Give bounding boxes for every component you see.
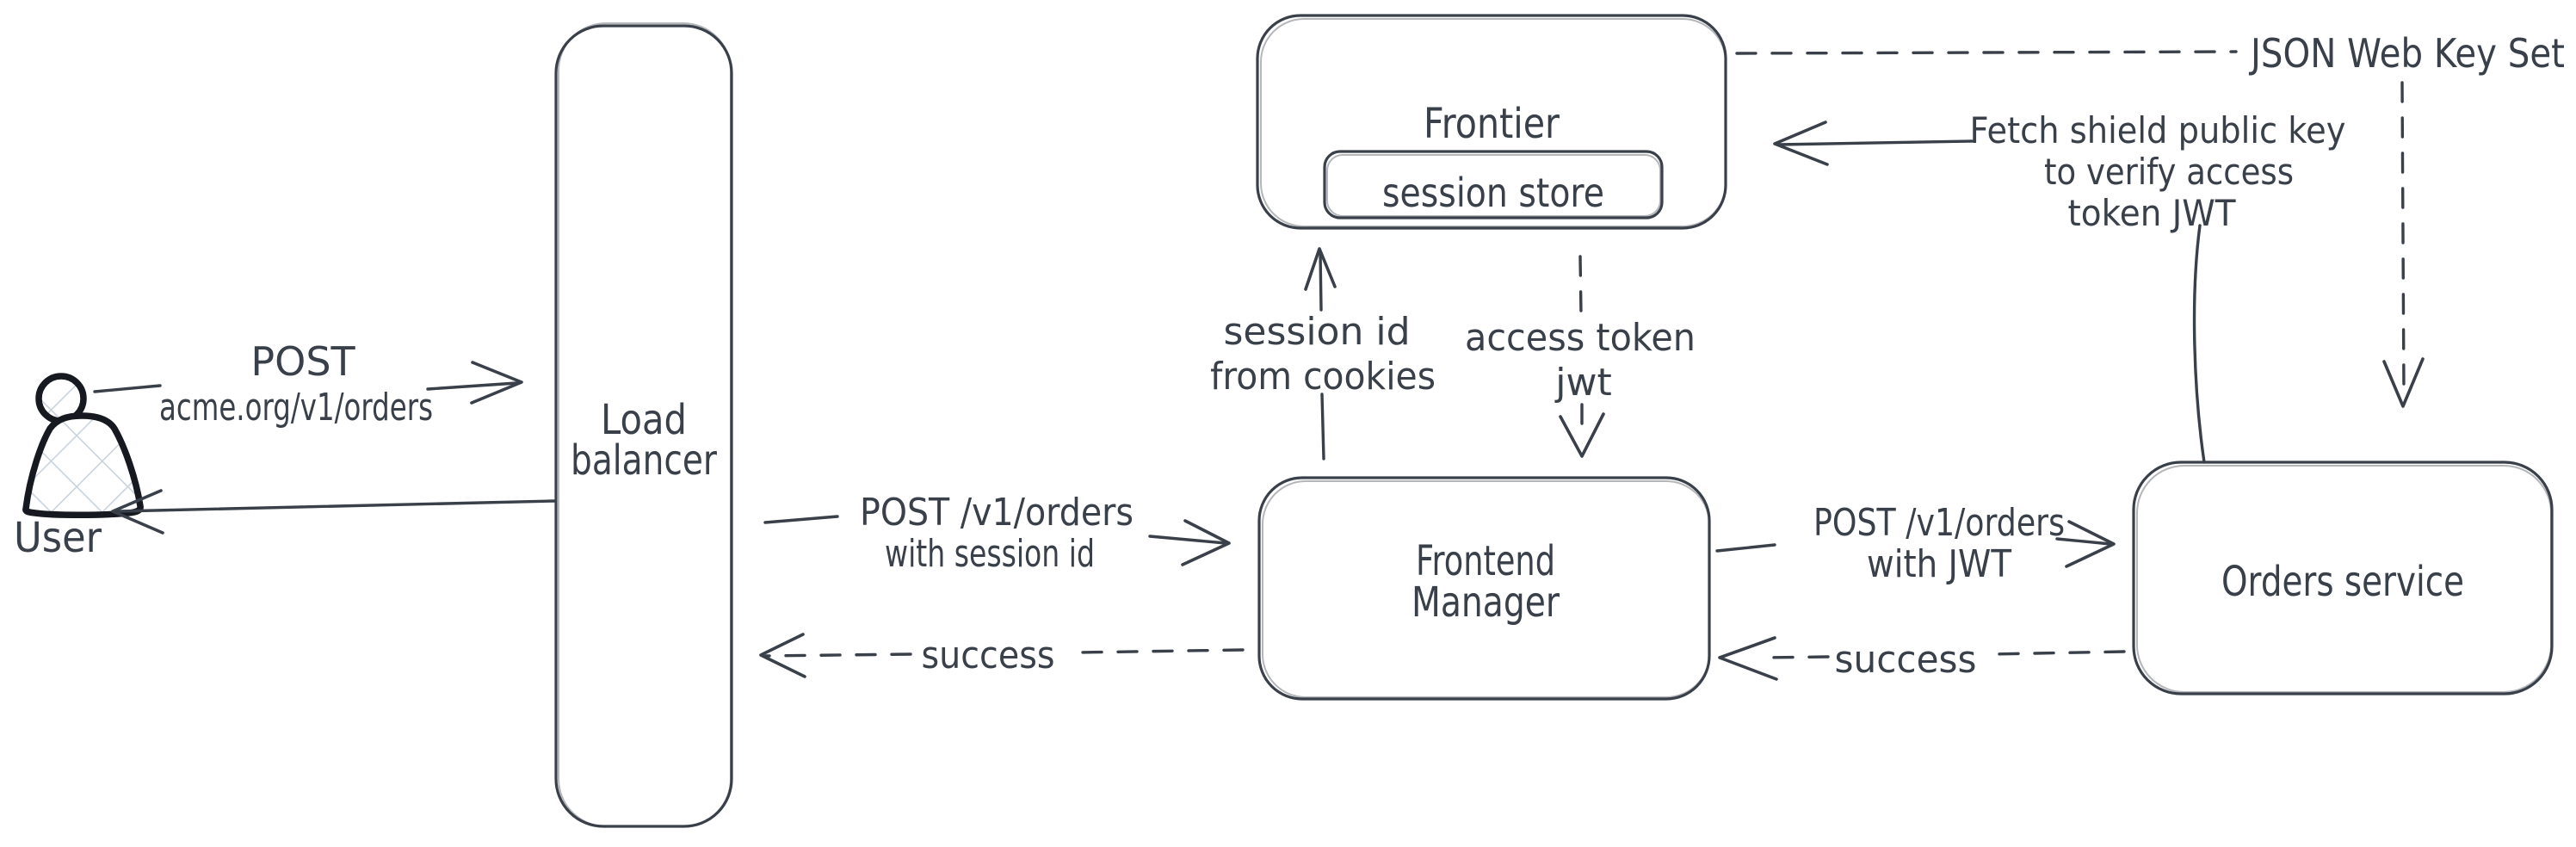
arrow-orders-service-to-frontend-manager-success: success	[1718, 636, 2126, 682]
arrow-shaft-upper	[1319, 250, 1323, 312]
arrow-tail	[763, 515, 839, 524]
post-orders-jwt-label-line2: with JWT	[1867, 542, 2011, 586]
session-store-label: session store	[1382, 170, 1604, 216]
session-store-box-sketch-line	[1326, 154, 1661, 217]
load-balancer-node: Load balancer	[554, 22, 733, 828]
arrowhead-down-icon	[1559, 412, 1605, 458]
session-store-box	[1323, 150, 1664, 219]
arrow-frontier-to-frontend-manager: access token jwt	[1465, 255, 1696, 458]
arrow-orders-service-to-frontier: Fetch shield public key to verify access…	[1773, 109, 2346, 464]
arrowhead-down-icon	[2382, 357, 2425, 408]
arrow-shaft	[426, 381, 518, 391]
frontier-node: Frontier session store	[1256, 14, 1727, 230]
frontend-manager-label-line1: Frontend	[1416, 537, 1555, 585]
session-id-label-line1: session id	[1223, 310, 1410, 354]
arrow-frontend-manager-to-frontier: session id from cookies	[1210, 247, 1436, 461]
arrowhead-left-icon	[1718, 636, 1778, 681]
fetch-key-label-line1: Fetch shield public key	[1970, 109, 2346, 151]
arrow-shaft	[1148, 535, 1227, 545]
arrowhead-right-icon	[470, 361, 523, 405]
frontend-manager-box	[1257, 476, 1711, 701]
arrow-frontend-manager-to-load-balancer-success: success	[759, 633, 1245, 678]
user-label: User	[14, 514, 102, 562]
arrow-user-to-load-balancer: POST acme.org/v1/orders	[93, 338, 523, 430]
dashed-shaft-right	[1076, 648, 1245, 654]
frontend-manager-node: Frontend Manager	[1257, 476, 1711, 701]
arrowhead-right-icon	[1181, 519, 1231, 566]
post-orders-session-label-line1: POST /v1/orders	[860, 491, 1134, 535]
dashed-shaft-horizontal	[1735, 50, 2238, 55]
load-balancer-label-line2: balancer	[571, 436, 717, 485]
session-id-label-line2: from cookies	[1210, 355, 1436, 399]
frontend-manager-box-sketch-line	[1262, 480, 1710, 698]
arrow-shaft	[117, 499, 557, 513]
arrow-frontend-manager-to-orders-service: POST /v1/orders with JWT	[1715, 501, 2116, 586]
arrow-load-balancer-to-frontend-manager: POST /v1/orders with session id	[763, 491, 1231, 576]
frontier-box-sketch-line	[1260, 18, 1727, 227]
arrowhead-up-icon	[1304, 247, 1337, 291]
dashed-shaft-vertical	[2400, 81, 2406, 393]
orders-service-label: Orders service	[2221, 558, 2464, 606]
arrowhead-left-icon	[1773, 121, 1829, 166]
jwks-label: JSON Web Key Set	[2248, 30, 2565, 77]
arrowhead-left-icon	[759, 633, 806, 678]
post-orders-jwt-label-line1: POST /v1/orders	[1813, 501, 2065, 545]
load-balancer-box-sketch-line	[558, 22, 732, 827]
post-acme-label-line2: acme.org/v1/orders	[159, 386, 433, 430]
arrow-tail	[93, 384, 162, 393]
orders-service-box	[2132, 461, 2554, 696]
orders-service-node: Orders service	[2132, 461, 2554, 696]
fetch-key-label-line2: to verify access	[2044, 151, 2294, 193]
load-balancer-box	[554, 24, 733, 828]
user-icon-body	[22, 412, 144, 518]
frontend-manager-label-line2: Manager	[1412, 578, 1560, 627]
access-token-label-line2: jwt	[1554, 361, 1611, 405]
dashed-shaft-upper	[1578, 255, 1583, 317]
orders-service-box-sketch-line	[2136, 465, 2552, 693]
dashed-shaft-right	[1988, 650, 2126, 656]
access-token-label-line1: access token	[1465, 316, 1696, 360]
user-figure: User	[14, 373, 144, 562]
post-acme-label-line1: POST	[250, 338, 355, 385]
dashed-shaft-left	[1763, 655, 1830, 659]
arrow-shaft-curve	[2192, 224, 2206, 464]
arrow-frontier-to-jwks: JSON Web Key Set	[1735, 30, 2565, 408]
post-orders-session-label-line2: with session id	[885, 532, 1095, 576]
arrow-shaft	[1776, 139, 1974, 146]
arrow-load-balancer-to-user	[111, 489, 557, 535]
load-balancer-label-line1: Load	[601, 396, 687, 444]
arrowhead-right-icon	[2065, 520, 2116, 568]
arrow-shaft-lower	[1320, 393, 1325, 461]
arrow-shaft	[2055, 537, 2112, 546]
success-right-label: success	[1835, 638, 1977, 682]
arrowhead-left-icon	[111, 489, 164, 535]
fetch-key-label-line3: token JWT	[2068, 192, 2236, 234]
success-left-label: success	[922, 634, 1055, 677]
dashed-shaft-left	[764, 652, 912, 658]
arrow-tail	[1715, 543, 1776, 553]
frontier-label: Frontier	[1424, 100, 1560, 148]
